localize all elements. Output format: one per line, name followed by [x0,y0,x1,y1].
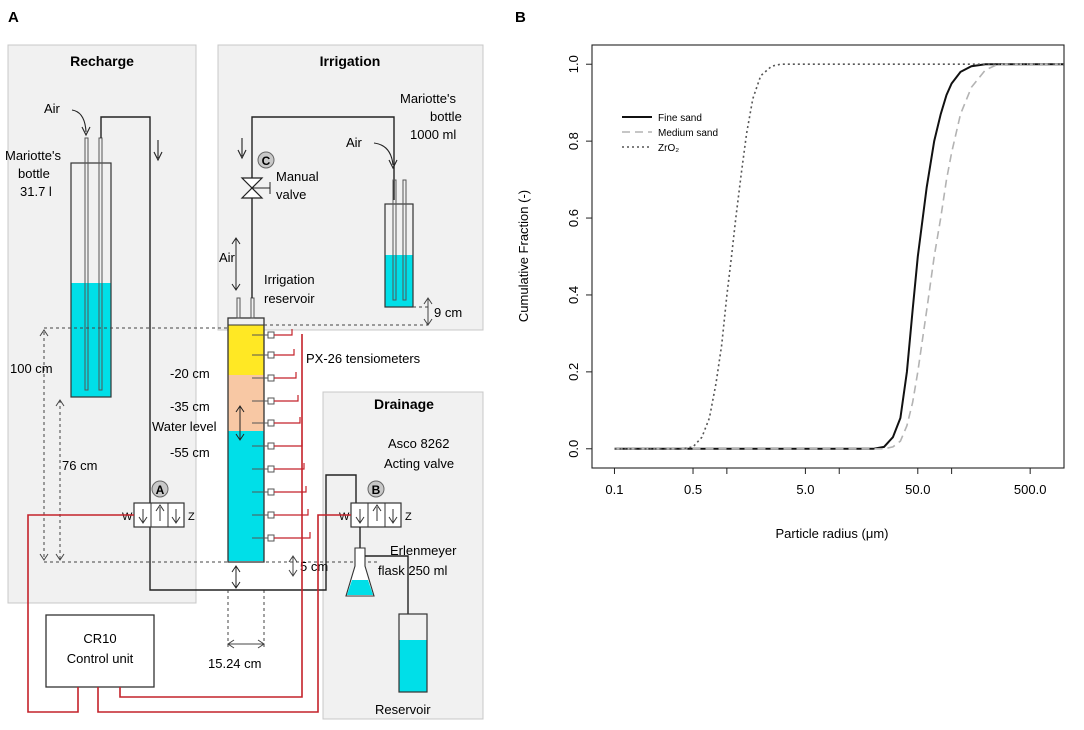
dim-column-width: 15.24 cm [208,656,261,671]
depth-20cm: -20 cm [170,366,210,381]
tensiometer-wire [274,395,299,402]
control-unit-label-1: CR10 [83,631,116,646]
depth-35cm: -35 cm [170,399,210,414]
valve-c-letter: C [262,154,271,168]
y-tick-label: 0.8 [566,132,581,150]
recharge-tube [100,116,151,510]
dim-76cm: 76 cm [62,458,97,473]
plot-frame [591,44,1065,469]
control-unit-label-2: Control unit [67,651,134,666]
series-line [614,63,1064,450]
legend-label: ZrO₂ [658,143,679,154]
manual-valve-1: Manual [276,169,319,184]
series-line [614,63,1064,450]
mariotte-large-label-3: 31.7 l [20,184,52,199]
panel-a-letter: A [8,9,19,26]
manual-valve-2: valve [276,187,306,202]
dim-100cm: 100 cm [10,361,53,376]
mariotte-small-label-2: bottle [430,109,462,124]
asco-label-2: Acting valve [384,456,454,471]
air-label-recharge: Air [44,101,61,116]
depth-55cm: -55 cm [170,445,210,460]
mariotte-small-label-3: 1000 ml [410,127,456,142]
drainage-reservoir [398,613,428,693]
x-tick-label: 0.1 [605,482,623,497]
air-label-column: Air [219,250,236,265]
valve-b-letter: B [372,483,381,497]
x-axis-label: Particle radius (μm) [776,526,889,541]
mariotte-large-label-2: bottle [18,166,50,181]
tensiometer-wire [274,463,305,470]
tensiometer-wire [274,509,309,516]
tensiometer-wire [274,486,307,493]
tensiometer-wire [274,417,301,424]
mariotte-large-label-1: Mariotte's [5,148,61,163]
irrigation-tube [251,116,395,298]
y-tick-label: 0.6 [566,209,581,227]
soil-column [227,297,265,563]
svg-text:W: W [122,511,133,523]
tensiometer-wire [274,329,293,336]
tensiometer-wire [274,440,303,447]
series-line [614,63,1064,450]
y-tick-label: 1.0 [566,55,581,73]
tensiometer-wire [274,532,311,539]
valve-b: W Z B [339,480,412,528]
valve-a-letter: A [156,483,165,497]
y-tick-label: 0.2 [566,363,581,381]
erlenmeyer-flask [345,527,409,614]
valve-a: W Z A [122,480,195,528]
wiring [27,334,351,713]
x-tick-label: 0.5 [684,482,702,497]
mariotte-large-water [71,283,111,397]
manual-valve-c: C [240,151,275,199]
irrigation-reservoir-2: reservoir [264,291,315,306]
tensiometers [252,329,311,542]
dim-5cm: 5 cm [300,559,328,574]
dim-9cm: 9 cm [434,305,462,320]
svg-text:W: W [339,511,350,523]
y-axis-label: Cumulative Fraction (-) [516,190,531,322]
y-axis: 0.0 0.2 0.4 0.6 0.8 1.0 [566,55,592,458]
irrigation-reservoir-1: Irrigation [264,272,315,287]
x-axis: 0.1 0.5 5.0 50.0 500.0 [605,468,1046,497]
tensiometer-wire [274,372,297,379]
x-tick-label: 50.0 [905,482,930,497]
air-label-mariotte-small: Air [346,135,363,150]
x-tick-label: 500.0 [1014,482,1047,497]
panel-b-letter: B [515,9,526,26]
reservoir-label: Reservoir [375,702,431,717]
drainage-tube [236,474,357,591]
control-unit [45,614,155,688]
mariotte-bottle-large [70,137,112,398]
legend-label: Medium sand [658,128,718,139]
water-level-label: Water level [152,419,217,434]
tensiometers-label: PX-26 tensiometers [306,351,421,366]
erlenmeyer-label-2: flask 250 ml [378,563,447,578]
y-tick-label: 0.0 [566,440,581,458]
erlenmeyer-label-1: Erlenmeyer [390,543,457,558]
x-tick-label: 5.0 [796,482,814,497]
svg-text:Z: Z [188,511,195,523]
tensiometer-wire [274,349,295,356]
mariotte-bottle-small [384,179,414,308]
legend-label: Fine sand [658,113,702,124]
drainage-title: Drainage [374,396,434,412]
y-tick-label: 0.4 [566,286,581,304]
chart-series [614,63,1064,450]
irrigation-title: Irrigation [320,53,381,69]
svg-text:Z: Z [405,511,412,523]
recharge-title: Recharge [70,53,134,69]
mariotte-small-label-1: Mariotte's [400,91,456,106]
panel-a: A Recharge Irrigation Drainage Air Mario… [5,9,484,720]
asco-label-1: Asco 8262 [388,436,449,451]
